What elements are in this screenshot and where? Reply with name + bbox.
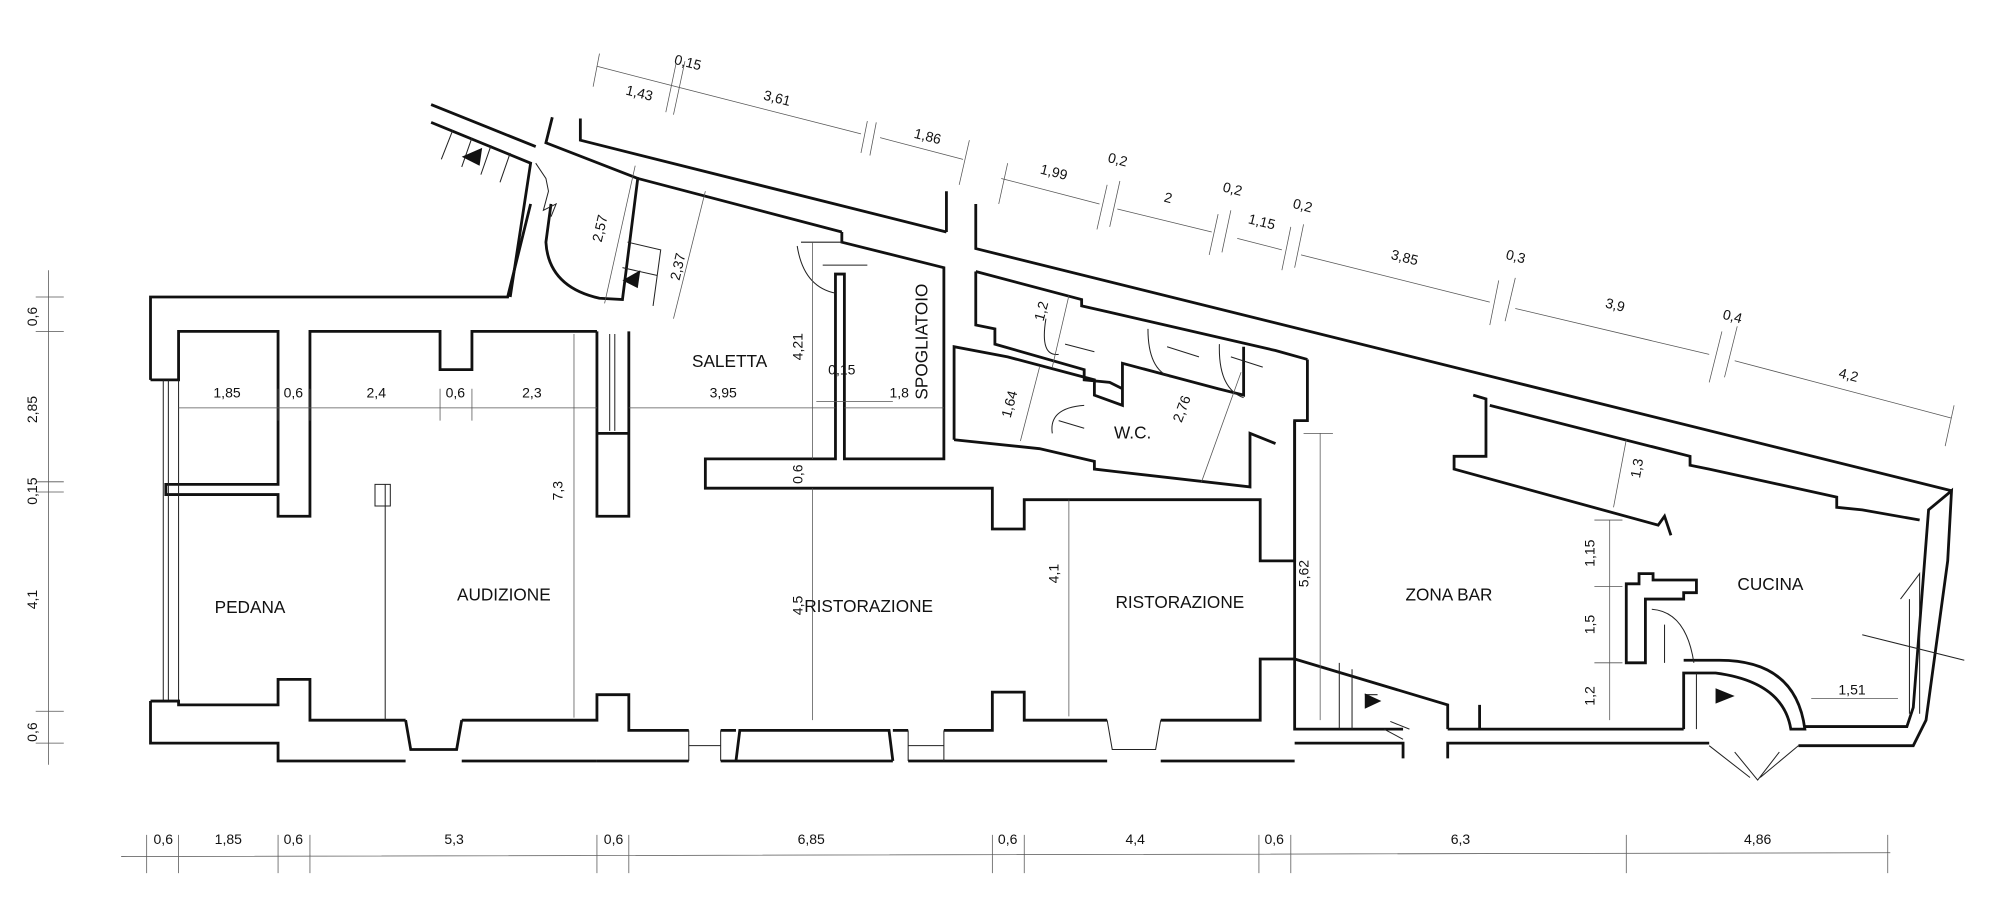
- dim-label: 1,85: [215, 831, 242, 847]
- room-cucina: CUCINA: [1737, 574, 1803, 594]
- dim-label: 0,6: [24, 722, 40, 742]
- dim-wall-depth: 0,6: [789, 464, 805, 484]
- dim-label: 4,2: [1837, 365, 1860, 385]
- dim-label: 0,3: [1504, 246, 1527, 266]
- dim-label: 0,6: [154, 831, 174, 847]
- dim-cucina-store: 1,3: [1627, 457, 1646, 479]
- room-ristorazione-2: RISTORAZIONE: [1115, 592, 1244, 612]
- dim-label: 6,3: [1451, 831, 1471, 847]
- dim-label: 0,6: [998, 831, 1018, 847]
- dim-cucina-exit: 1,51: [1838, 682, 1865, 698]
- room-audizione: AUDIZIONE: [457, 584, 551, 604]
- dim-label: 1,15: [1247, 210, 1278, 232]
- dim-label: 1,99: [1039, 161, 1070, 183]
- dims-interior: 1,85 0,6 2,4 0,6 2,3 3,95 0,15 1,8 7,3 4…: [213, 213, 1865, 706]
- dim-label: 2,85: [24, 396, 40, 423]
- dim-label: 3,9: [1604, 295, 1627, 315]
- dim-wc-2: 1,64: [998, 389, 1021, 420]
- dim-label: 0,6: [1264, 831, 1284, 847]
- room-labels: PEDANA AUDIZIONE SALETTA SPOGLIATOIO RIS…: [215, 284, 1804, 617]
- dim-label: 0,6: [284, 831, 304, 847]
- dim-label: 5,3: [444, 831, 464, 847]
- dim-label: 0,2: [1291, 195, 1314, 215]
- dim-zona-bar-depth: 5,62: [1296, 560, 1312, 587]
- room-wc: W.C.: [1114, 422, 1151, 442]
- dim-label: 0,15: [673, 51, 704, 73]
- dim-label: 2: [1163, 189, 1175, 206]
- dim-saletta-depth: 4,21: [789, 333, 805, 360]
- dim-wc-1: 1,2: [1031, 299, 1052, 322]
- dim-audizione-w2: 2,3: [522, 385, 542, 401]
- dim-stair-1: 2,57: [589, 213, 611, 243]
- dim-audizione-depth: 7,3: [549, 481, 565, 501]
- dim-ristorazione-1-depth: 4,5: [789, 596, 805, 616]
- dim-partition: 0,15: [828, 362, 855, 378]
- dims-top: 1,43 0,15 3,61 1,86 1,99 0,2 2 0,2 1,15 …: [624, 51, 1860, 385]
- dim-label: 0,15: [24, 477, 40, 504]
- dim-ristorazione-2-depth: 4,1: [1046, 564, 1062, 584]
- dim-audizione-w1: 2,4: [367, 385, 387, 401]
- dim-label: 0,6: [604, 831, 624, 847]
- dim-stair-2: 2,37: [667, 251, 689, 281]
- room-spogliatoio: SPOGLIATOIO: [911, 284, 931, 400]
- dim-label: 4,4: [1125, 831, 1145, 847]
- dim-label: 4,86: [1744, 831, 1771, 847]
- dim-label: 1,43: [624, 82, 655, 104]
- dim-pedana-width: 1,85: [213, 385, 240, 401]
- dimension-lines: [35, 53, 1955, 874]
- dim-label: 1,86: [913, 125, 944, 147]
- dim-label: 0,4: [1721, 306, 1744, 326]
- room-zona-bar: ZONA BAR: [1405, 584, 1492, 604]
- dim-label: 0,2: [1106, 149, 1129, 169]
- dim-label: 0,2: [1221, 179, 1244, 199]
- dim-label: 4,1: [24, 590, 40, 610]
- dim-spogliatoio-width: 1,8: [889, 385, 909, 401]
- dim-counter-3: 1,2: [1581, 686, 1597, 706]
- room-pedana: PEDANA: [215, 597, 286, 617]
- dim-label: 0,6: [24, 307, 40, 327]
- dims-left: 0,6 2,85 0,15 4,1 0,6: [24, 307, 40, 742]
- walls: [149, 103, 1965, 781]
- room-saletta: SALETTA: [692, 351, 768, 371]
- dims-bottom: 0,6 1,85 0,6 5,3 0,6 6,85 0,6 4,4 0,6 6,…: [154, 831, 1772, 847]
- dim-label: 3,61: [762, 87, 793, 109]
- dim-counter-2: 1,5: [1581, 615, 1597, 635]
- room-ristorazione-1: RISTORAZIONE: [804, 596, 933, 616]
- dim-pier-2: 0,6: [446, 385, 466, 401]
- dim-pier-1: 0,6: [284, 385, 304, 401]
- dim-saletta-width: 3,95: [710, 385, 737, 401]
- dim-counter-1: 1,15: [1581, 539, 1597, 566]
- dim-label: 6,85: [798, 831, 825, 847]
- dim-label: 3,85: [1390, 246, 1421, 268]
